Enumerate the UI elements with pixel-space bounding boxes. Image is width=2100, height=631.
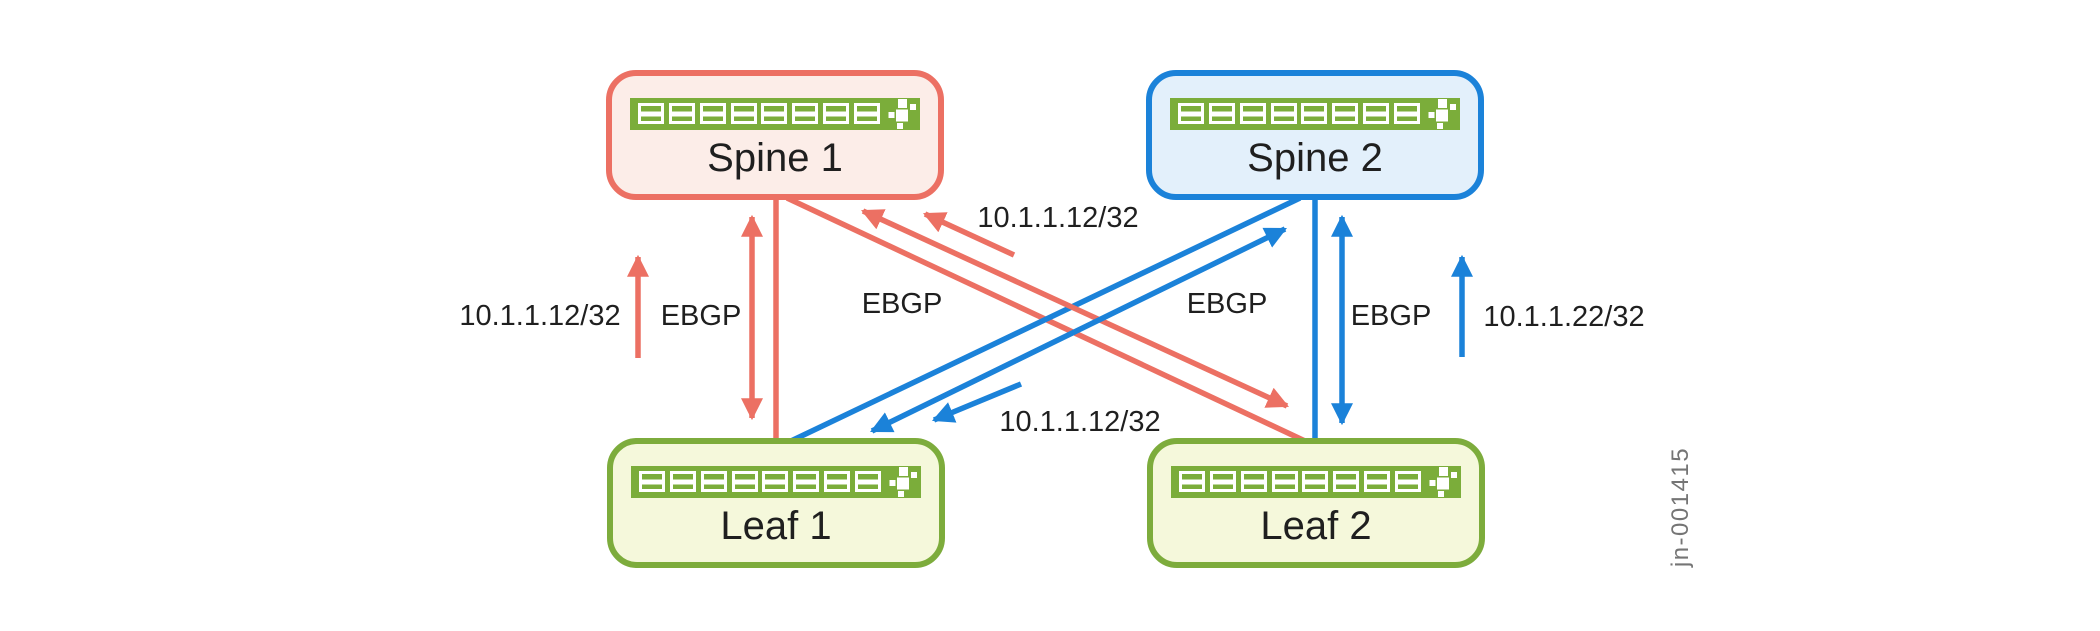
node-leaf1: Leaf 1 <box>607 438 945 568</box>
route-arrow-diagonal-to-leaf1 <box>931 381 1023 423</box>
route-label-top: 10.1.1.12/32 <box>977 202 1138 234</box>
ebgp-label-spine1-leaf1: EBGP <box>661 300 742 332</box>
switch-icon <box>631 466 921 498</box>
wire-labels: 10.1.1.12/32 EBGP 10.1.1.12/32 EBGP EBGP… <box>459 202 1644 438</box>
switch-icon <box>630 98 920 130</box>
route-label-right: 10.1.1.22/32 <box>1483 301 1644 333</box>
spine1-label: Spine 1 <box>707 136 843 180</box>
route-label-left: 10.1.1.12/32 <box>459 300 620 332</box>
node-spine1: Spine 1 <box>606 70 944 200</box>
node-spine2: Spine 2 <box>1146 70 1484 200</box>
ebgp-label-spine1-leaf2: EBGP <box>862 288 943 320</box>
leaf2-label: Leaf 2 <box>1260 504 1371 548</box>
ebgp-label-spine2-leaf2: EBGP <box>1351 300 1432 332</box>
route-arrow-diagonal-to-spine1 <box>923 211 1016 258</box>
route-label-bottom: 10.1.1.12/32 <box>999 406 1160 438</box>
ebgp-session-arrows <box>741 208 1353 434</box>
figure-id: jn-001415 <box>1667 447 1694 568</box>
switch-icon <box>1170 98 1460 130</box>
switch-icon <box>1171 466 1461 498</box>
leaf1-label: Leaf 1 <box>720 504 831 548</box>
route-advertisement-arrows <box>627 211 1473 423</box>
ebgp-label-spine2-leaf1: EBGP <box>1187 288 1268 320</box>
ebgp-arrow-spine2-leaf1 <box>870 226 1287 434</box>
spine2-label: Spine 2 <box>1247 136 1383 180</box>
node-leaf2: Leaf 2 <box>1147 438 1485 568</box>
